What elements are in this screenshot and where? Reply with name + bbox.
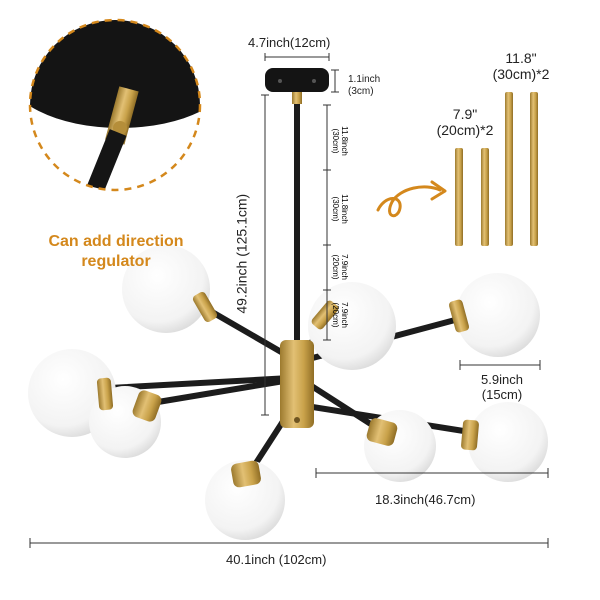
rod-segment-2-label: 11.8inch (30cm)	[331, 194, 349, 224]
dimension-lines	[29, 53, 549, 548]
total-height-label: 49.2inch (125.1cm)	[233, 193, 250, 314]
arrow-icon	[376, 180, 447, 218]
central-hub	[280, 340, 314, 428]
callout-line-1: Can add direction	[48, 233, 184, 250]
direction-regulator-callout: Can add direction regulator	[28, 232, 204, 272]
short-rods-label: 7.9" (20cm)*2	[436, 106, 494, 138]
arm-span-label: 18.3inch(46.7cm)	[375, 492, 476, 507]
total-width-label: 40.1inch (102cm)	[226, 552, 327, 567]
canopy-height-label-cm: (3cm)	[348, 86, 374, 97]
rod-segment-4-label: 7.9inch (20cm)	[331, 302, 349, 328]
globe-size-label: 5.9inch (15cm)	[481, 372, 523, 402]
rod-segment-1-label: 11.8inch (30cm)	[331, 126, 349, 156]
canopy-width-label: 4.7inch(12cm)	[248, 35, 331, 50]
canopy	[265, 68, 329, 104]
callout-line-2: regulator	[81, 253, 151, 270]
brass-fittings	[96, 291, 479, 488]
extension-rods	[455, 92, 538, 246]
direction-regulator-zoom	[28, 18, 202, 192]
rod-segment-3-label: 7.9inch (20cm)	[331, 254, 349, 280]
canopy-height-label-in: 1.1inch	[348, 74, 381, 85]
long-rods-label: 11.8" (30cm)*2	[492, 50, 550, 82]
